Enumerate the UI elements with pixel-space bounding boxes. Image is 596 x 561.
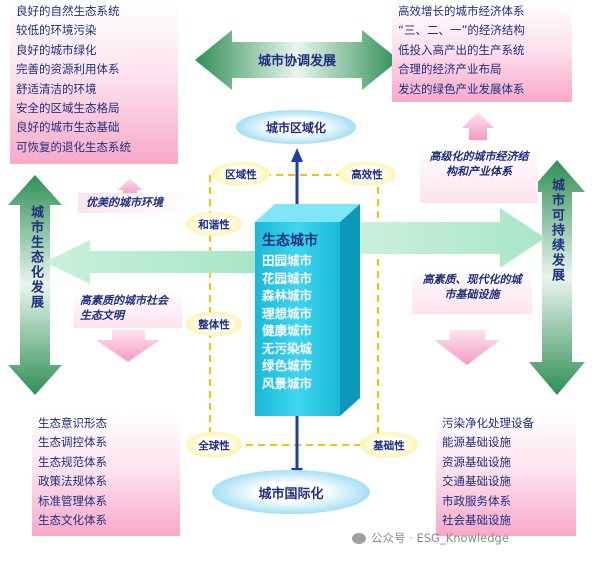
sustainable-arrow [529, 160, 585, 395]
list-item: 舒适清洁的环境 [16, 81, 97, 96]
list-item: 良好的城市生态基础 [16, 120, 120, 135]
property-basic: 基础性 [360, 432, 418, 458]
note-infrastructure: 高素质、现代化的城市基础设施 [412, 268, 532, 314]
property-regional: 区域性 [212, 162, 270, 186]
pink-arrow-down-right [434, 330, 500, 365]
watermark-text: 公众号 · ESG_Knowledge [371, 531, 509, 545]
list-item: 合理的经济产业布局 [398, 62, 502, 77]
city-type-item: 森林城市 [262, 288, 313, 303]
list-item: 生态规范体系 [38, 454, 107, 469]
list-item: 发达的绿色产业发展体系 [398, 81, 525, 96]
property-efficiency: 高效性 [338, 162, 396, 186]
list-item: 安全的区域生态格局 [16, 101, 120, 116]
eco-city-cube [255, 204, 360, 416]
city-type-item: 无污染城 [262, 340, 313, 356]
economy-features-box: 高效增长的城市经济体系 “三、二、一”的经济结构 低投入高产出的生产系统 合理的… [392, 2, 572, 102]
list-item: 污染净化处理设备 [442, 416, 534, 430]
note-environment: 优美的城市环境 [78, 193, 196, 213]
list-item: 能源基础设施 [442, 435, 511, 450]
pink-arrow-up-right [462, 112, 494, 140]
city-type-item: 风景城市 [262, 375, 313, 391]
list-item: 标准管理体系 [38, 493, 107, 508]
list-item: 低投入高产出的生产系统 [398, 42, 525, 57]
ecological-arrow [8, 175, 62, 395]
list-item: 完善的资源利用体系 [16, 62, 120, 77]
list-item: 政策法规体系 [38, 474, 107, 489]
list-item: 生态调控体系 [38, 435, 107, 450]
left-mint-arrow [45, 240, 255, 284]
list-item: “三、二、一”的经济结构 [398, 23, 525, 38]
list-item: 社会基础设施 [442, 513, 511, 528]
list-item: 较低的环境污染 [16, 23, 97, 38]
note-civilization: 高素质的城市社会生态文明 [74, 290, 182, 328]
city-type-item: 理想城市 [262, 305, 313, 321]
coordination-arrow [195, 30, 399, 90]
list-item: 资源基础设施 [442, 454, 511, 469]
city-type-item: 健康城市 [262, 323, 313, 338]
city-type-item: 田园城市 [262, 253, 313, 268]
note-economy: 高级化的城市经济结构和产业体系 [420, 145, 538, 203]
coordination-label: 城市协调发展 [257, 54, 336, 69]
regionalization-ellipse: 城市区域化 [236, 110, 356, 144]
right-mint-arrow [360, 208, 545, 268]
wechat-icon [352, 532, 366, 544]
internationalization-ellipse: 城市国际化 [212, 470, 370, 514]
eco-city-content: 生态城市 田园城市 花园城市 森林城市 理想城市 健康城市 无污染城 绿色城市 … [262, 230, 340, 392]
ecology-features-box: 良好的自然生态系统 较低的环境污染 良好的城市绿化 完善的资源利用体系 舒适清洁… [10, 2, 178, 164]
culture-features-box: 生态意识形态 生态调控体系 生态规范体系 政策法规体系 标准管理体系 生态文化体… [32, 414, 180, 536]
list-item: 生态文化体系 [38, 513, 107, 528]
pink-arrow-down-left [96, 330, 160, 362]
list-item: 交通基础设施 [442, 474, 511, 489]
eco-city-title: 生态城市 [262, 233, 318, 249]
property-integrity: 整体性 [186, 312, 242, 336]
property-harmony: 和谐性 [186, 212, 242, 236]
city-type-item: 花园城市 [262, 270, 313, 286]
watermark: 公众号 · ESG_Knowledge [352, 528, 509, 548]
list-item: 市政服务体系 [442, 493, 511, 508]
ecological-label: 城市生态化发展 [28, 205, 43, 310]
property-global: 全球性 [186, 432, 242, 458]
list-item: 生态意识形态 [38, 416, 107, 430]
sustainable-label: 城市可持续发展 [549, 178, 564, 283]
city-type-item: 绿色城市 [262, 358, 313, 373]
list-item: 良好的城市绿化 [16, 42, 97, 57]
list-item: 高效增长的城市经济体系 [398, 4, 525, 18]
list-item: 可恢复的退化生态系统 [16, 139, 131, 154]
infrastructure-features-box: 污染净化处理设备 能源基础设施 资源基础设施 交通基础设施 市政服务体系 社会基… [436, 414, 576, 536]
pink-arrow-up-left [118, 178, 142, 195]
list-item: 良好的自然生态系统 [16, 4, 120, 18]
